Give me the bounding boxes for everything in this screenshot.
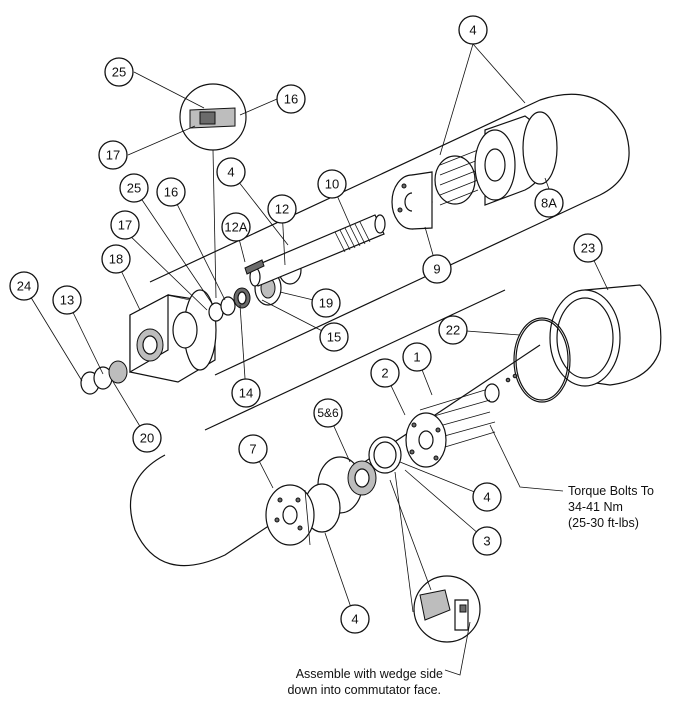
- lower-capsule-outline: [129, 289, 541, 567]
- callout-label: 25: [112, 65, 126, 80]
- callout-15: 15: [319, 322, 349, 352]
- seal-rings-left: [80, 360, 128, 395]
- small-balls: [505, 373, 518, 383]
- callout-14: 14: [231, 378, 261, 408]
- callout-label: 20: [140, 431, 154, 446]
- callout-label: 22: [446, 323, 460, 338]
- callout-label: 19: [319, 296, 333, 311]
- callout-label: 7: [249, 442, 256, 457]
- assemble-note: Assemble with wedge side down into commu…: [287, 667, 443, 697]
- callout-label: 25: [127, 181, 141, 196]
- assemble-note-line1: Assemble with wedge side: [296, 667, 443, 681]
- callout-12a: 12A: [221, 212, 251, 242]
- callout-label: 2: [381, 366, 388, 381]
- torque-note: Torque Bolts To 34-41 Nm (25-30 ft-lbs): [568, 484, 654, 530]
- callout-label: 4: [351, 612, 358, 627]
- callout-label: 4: [469, 23, 476, 38]
- callout-label: 3: [483, 534, 490, 549]
- callout-22: 22: [438, 315, 468, 345]
- gerotor-part: [434, 111, 558, 206]
- callout-13: 13: [52, 285, 82, 315]
- callout-label: 17: [106, 148, 120, 163]
- callout-label: 12A: [224, 220, 247, 235]
- callout-label: 15: [327, 330, 341, 345]
- callout-label: 9: [433, 262, 440, 277]
- callout-3: 3: [472, 526, 502, 556]
- manifold-with-bolts: [405, 389, 496, 468]
- callout-1: 1: [402, 342, 432, 372]
- callout-label: 4: [483, 490, 490, 505]
- callout-10: 10: [317, 169, 347, 199]
- callout-17-mid: 17: [110, 210, 140, 240]
- callout-4-right: 4: [472, 482, 502, 512]
- callout-label: 17: [118, 218, 132, 233]
- callout-25-top: 25: [104, 57, 134, 87]
- callout-16-mid: 16: [156, 177, 186, 207]
- callout-23: 23: [573, 233, 603, 263]
- seal-ring-lower: [368, 436, 402, 474]
- o-ring-22: [513, 317, 571, 403]
- wear-plate-part: [391, 171, 433, 230]
- shaft-part: [249, 214, 386, 287]
- callout-label: 8A: [541, 196, 557, 211]
- callout-label: 10: [325, 177, 339, 192]
- upper-capsule-outline: [149, 93, 630, 376]
- small-plug: [484, 383, 500, 403]
- callout-12: 12: [267, 194, 297, 224]
- torque-note-line3: (25-30 ft-lbs): [568, 516, 639, 530]
- callout-25-mid: 25: [119, 173, 149, 203]
- callout-8a: 8A: [534, 188, 564, 218]
- callout-label: 24: [17, 279, 31, 294]
- callout-label: 14: [239, 386, 253, 401]
- callout-20: 20: [132, 423, 162, 453]
- callout-9: 9: [422, 254, 452, 284]
- torque-note-line1: Torque Bolts To: [568, 484, 654, 498]
- callout-label: 4: [227, 165, 234, 180]
- callout-label: 16: [284, 92, 298, 107]
- callout-2: 2: [370, 358, 400, 388]
- torque-note-line2: 34-41 Nm: [568, 500, 623, 514]
- callout-label: 1: [413, 350, 420, 365]
- callout-label: 16: [164, 185, 178, 200]
- callout-5-and-6: 5&6: [313, 398, 343, 428]
- small-rings-middle: [208, 287, 251, 322]
- callout-19: 19: [311, 288, 341, 318]
- callout-24: 24: [9, 271, 39, 301]
- housing-part: [129, 289, 217, 383]
- callout-label: 12: [275, 202, 289, 217]
- callout-7: 7: [238, 434, 268, 464]
- balancing-plate-part: [265, 484, 315, 546]
- callout-4-bottom: 4: [340, 604, 370, 634]
- callout-4-mid: 4: [216, 157, 246, 187]
- callout-label: 18: [109, 252, 123, 267]
- callout-4-top: 4: [458, 15, 488, 45]
- callout-label: 13: [60, 293, 74, 308]
- callout-18: 18: [101, 244, 131, 274]
- callout-label: 5&6: [317, 406, 339, 420]
- callout-16-top: 16: [276, 84, 306, 114]
- wedge-seal-detail: [413, 575, 481, 643]
- key-part: [244, 259, 265, 275]
- assemble-note-line2: down into commutator face.: [287, 683, 441, 697]
- seal-detail-top: [179, 83, 247, 151]
- callout-17-top: 17: [98, 140, 128, 170]
- callout-label: 23: [581, 241, 595, 256]
